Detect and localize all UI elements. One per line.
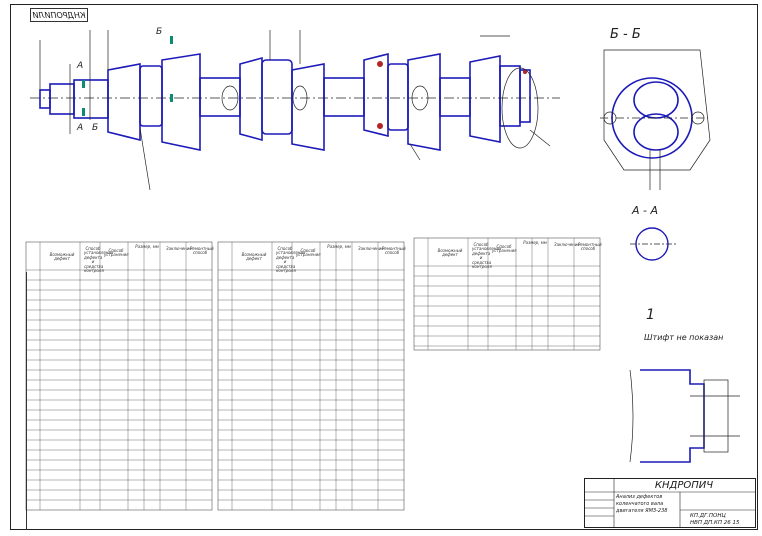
- table1-col-fix: Способ устранения: [104, 248, 129, 258]
- table3-col-conclusion: Заключение: [554, 242, 580, 247]
- table1-col-defect: Возможный дефект: [49, 252, 75, 262]
- table1-col-method: Способ установления дефекта и средства к…: [84, 246, 114, 273]
- desc-line-2: коленчатого вала: [616, 500, 664, 507]
- section-bb-label: Б - Б: [610, 27, 641, 42]
- table1-col-size: Размер, мм: [135, 244, 159, 249]
- table1-col-repair: Ремонтный способ: [190, 246, 214, 256]
- table3-col-fix: Способ устранения: [492, 244, 517, 254]
- table2-col-repair: Ремонтный способ: [382, 246, 406, 256]
- code-line-2: НВП ДП.КП 26 15: [690, 520, 740, 527]
- drawing-description: Анализ дефектов коленчатого вала двигате…: [616, 494, 676, 514]
- view-letter-b-bottom: Б: [92, 123, 99, 133]
- note-text: Штифт не показан: [644, 333, 724, 342]
- table2-col-method: Способ установления дефекта и средства к…: [276, 246, 306, 273]
- note-number: 1: [646, 307, 655, 323]
- drawing-title: КНДРОПИЧ: [654, 480, 714, 491]
- table1-col-conclusion: Заключение: [166, 246, 192, 251]
- desc-line-3: двигателя ЯМЗ-238: [616, 507, 668, 514]
- view-letter-a-bottom: А: [77, 123, 84, 133]
- desc-line-1: Анализ дефектов: [616, 494, 663, 500]
- view-letter-b-top: Б: [156, 27, 163, 37]
- section-aa-label: А - А: [632, 204, 659, 217]
- table2-col-conclusion: Заключение: [358, 246, 384, 251]
- table3-col-defect: Возможный дефект: [437, 248, 463, 258]
- table2-col-fix: Способ устранения: [296, 248, 321, 258]
- table2-col-defect: Возможный дефект: [241, 252, 267, 262]
- title-block: [584, 478, 756, 528]
- left-margin-strip: [10, 272, 27, 530]
- table2-col-size: Размер, мм: [327, 244, 351, 249]
- code-line-1: КП.ДГ.ПОНЦ: [690, 513, 726, 519]
- drawing-frame: [10, 4, 758, 530]
- table3-col-repair: Ремонтный способ: [578, 242, 602, 252]
- view-letter-a-top: А: [77, 61, 84, 71]
- table3-col-method: Способ установления дефекта и средства к…: [472, 242, 502, 269]
- drawing-code: КП.ДГ.ПОНЦ НВП ДП.КП 26 15: [690, 513, 740, 527]
- table3-col-size: Размер, мм: [523, 240, 547, 245]
